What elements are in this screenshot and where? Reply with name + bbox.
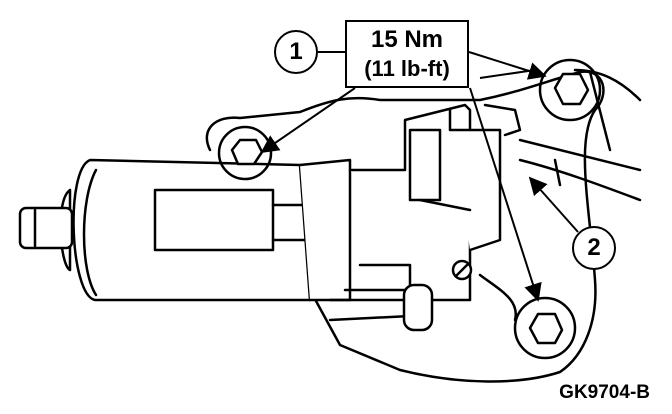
callout-2: 2 bbox=[572, 226, 616, 270]
callout-1: 1 bbox=[274, 30, 318, 74]
leader-box-to-bottom-bolt bbox=[469, 87, 542, 302]
leader-box-to-left-bolt bbox=[260, 87, 356, 154]
leader-box-to-top-right-bolt-2 bbox=[479, 69, 536, 79]
leader-2-to-connector bbox=[528, 176, 579, 233]
gearbox-body bbox=[298, 103, 522, 332]
mounting-bracket bbox=[205, 70, 605, 383]
hex-bolt-bottom-right bbox=[513, 296, 577, 360]
torque-imperial: (11 lb-ft) bbox=[364, 56, 450, 81]
hex-bolt-top-right bbox=[538, 58, 602, 122]
wiring-harness bbox=[518, 68, 642, 202]
motor-housing bbox=[18, 158, 340, 302]
torque-spec-box: 15 Nm (11 lb-ft) bbox=[345, 20, 469, 88]
torque-metric: 15 Nm bbox=[370, 26, 444, 53]
figure-id: GK9704-B bbox=[559, 382, 650, 403]
leader-box-to-top-right-bolt bbox=[468, 51, 547, 80]
